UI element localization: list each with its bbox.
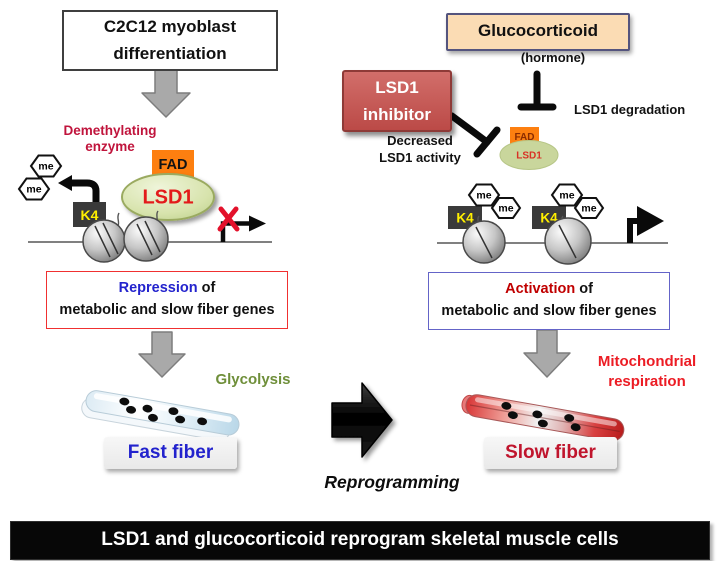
- methyl-label: me: [581, 203, 596, 215]
- decreased-line1: Decreased: [387, 133, 453, 148]
- methyl-hexagon-icon: me: [467, 183, 501, 207]
- k4-label: K4: [456, 211, 474, 226]
- activation-box: Activation of metabolic and slow fiber g…: [428, 272, 670, 330]
- inhibitor-line2: inhibitor: [363, 105, 431, 124]
- myonuclei-dots: [501, 402, 581, 432]
- nucleosome-icon: [123, 216, 169, 262]
- right-chromatin-scene: K4 K4 me me me me: [437, 183, 668, 265]
- small-lsd1-complex: FAD LSD1: [499, 127, 559, 170]
- inhibitor-line1: LSD1: [375, 77, 419, 97]
- fad-label: FAD: [515, 132, 535, 143]
- nucleosome-hatch: [475, 226, 493, 259]
- repression-word: Repression: [118, 280, 198, 296]
- methyl-hexagon-icon: me: [573, 197, 605, 219]
- myonuclei-dots: [119, 397, 208, 426]
- transcription-arrowhead-icon: [249, 215, 266, 232]
- c2c12-line2: differentiation: [113, 43, 227, 63]
- fast-fiber-illustration: [81, 390, 240, 442]
- glucocorticoid-box: Glucocorticoid: [446, 13, 630, 51]
- down-arrow-icon: [141, 69, 191, 118]
- lsd1-enzyme-blob: [121, 173, 215, 221]
- lsd1-label: LSD1: [142, 187, 193, 209]
- c2c12-line1: C2C12 myoblast: [103, 17, 237, 37]
- down-arrow-icon: [523, 329, 571, 378]
- k4-label: K4: [81, 207, 99, 223]
- repression-line1: Repression of: [47, 278, 287, 300]
- enzyme-line1: Demethylating: [63, 123, 157, 138]
- hormone-inhibition-arrow: [517, 70, 557, 111]
- methyl-label: me: [476, 190, 491, 202]
- methyl-hexagon-icon: me: [490, 197, 522, 219]
- blocked-x-icon: [217, 206, 240, 232]
- reprogramming-arrow-icon: [331, 382, 393, 458]
- lsd1-degradation-label: LSD1 degradation: [574, 102, 686, 117]
- demethylating-enzyme-label: Demethylating enzyme: [50, 123, 170, 155]
- nucleosome-hatch: [558, 224, 577, 259]
- enzyme-line2: enzyme: [85, 139, 135, 155]
- activation-rest: of: [575, 281, 593, 297]
- histone-tail-icon: [117, 212, 120, 227]
- methyl-label: me: [498, 203, 513, 215]
- methyl-label: me: [559, 190, 574, 202]
- demethylation-arrow-icon: [72, 179, 100, 206]
- down-arrow-icon: [138, 331, 186, 378]
- mitochondrial-respiration-label: Mitochondrial respiration: [588, 352, 706, 393]
- decreased-activity-label: Decreased LSD1 activity: [366, 133, 474, 167]
- fad-label: FAD: [159, 157, 188, 173]
- left-chromatin-scene: me me K4 FAD LSD1: [17, 150, 272, 263]
- nucleosome-hatch: [94, 225, 111, 258]
- repression-rest: of: [197, 280, 216, 296]
- transcription-arrow-icon: [627, 218, 638, 243]
- repression-line2: metabolic and slow fiber genes: [59, 301, 275, 318]
- transcription-arrowhead-icon: [637, 206, 664, 236]
- methyl-hexagon-icon: me: [29, 154, 63, 178]
- activation-line2: metabolic and slow fiber genes: [441, 302, 657, 319]
- lsd1-label: LSD1: [516, 151, 542, 162]
- c2c12-differentiation-box: C2C12 myoblast differentiation: [62, 10, 278, 71]
- inhibitor-inhibition-arrow: [448, 112, 501, 158]
- reprogramming-label: Reprogramming: [324, 472, 460, 492]
- glycolysis-label: Glycolysis: [215, 371, 291, 388]
- activation-word: Activation: [505, 281, 576, 297]
- respiration-line2: respiration: [608, 373, 686, 391]
- lsd1-inhibitor-box: LSD1 inhibitor: [342, 70, 452, 132]
- repression-box: Repression of metabolic and slow fiber g…: [46, 271, 288, 329]
- nucleosome-hatch: [144, 220, 161, 253]
- methyl-hexagon-icon: me: [550, 183, 584, 207]
- activation-line1: Activation of: [429, 279, 669, 301]
- respiration-line1: Mitochondrial: [597, 353, 697, 370]
- nucleosome-hatch: [102, 222, 119, 255]
- methyl-label: me: [26, 184, 41, 196]
- slow-fiber-label: Slow fiber: [484, 437, 617, 469]
- nucleosome-hatch: [136, 223, 153, 256]
- title-banner: LSD1 and glucocorticoid reprogram skelet…: [10, 521, 710, 560]
- demethylation-arrowhead-icon: [58, 175, 72, 191]
- lsd1-enzyme-blob-small: [499, 140, 559, 170]
- k4-label: K4: [540, 211, 558, 226]
- methyl-label: me: [38, 161, 53, 173]
- decreased-line2: LSD1 activity: [379, 149, 461, 165]
- slow-fiber-illustration: [461, 394, 625, 442]
- fast-fiber-label: Fast fiber: [104, 437, 237, 469]
- hormone-label: (hormone): [520, 50, 586, 65]
- methyl-hexagon-icon: me: [17, 177, 51, 201]
